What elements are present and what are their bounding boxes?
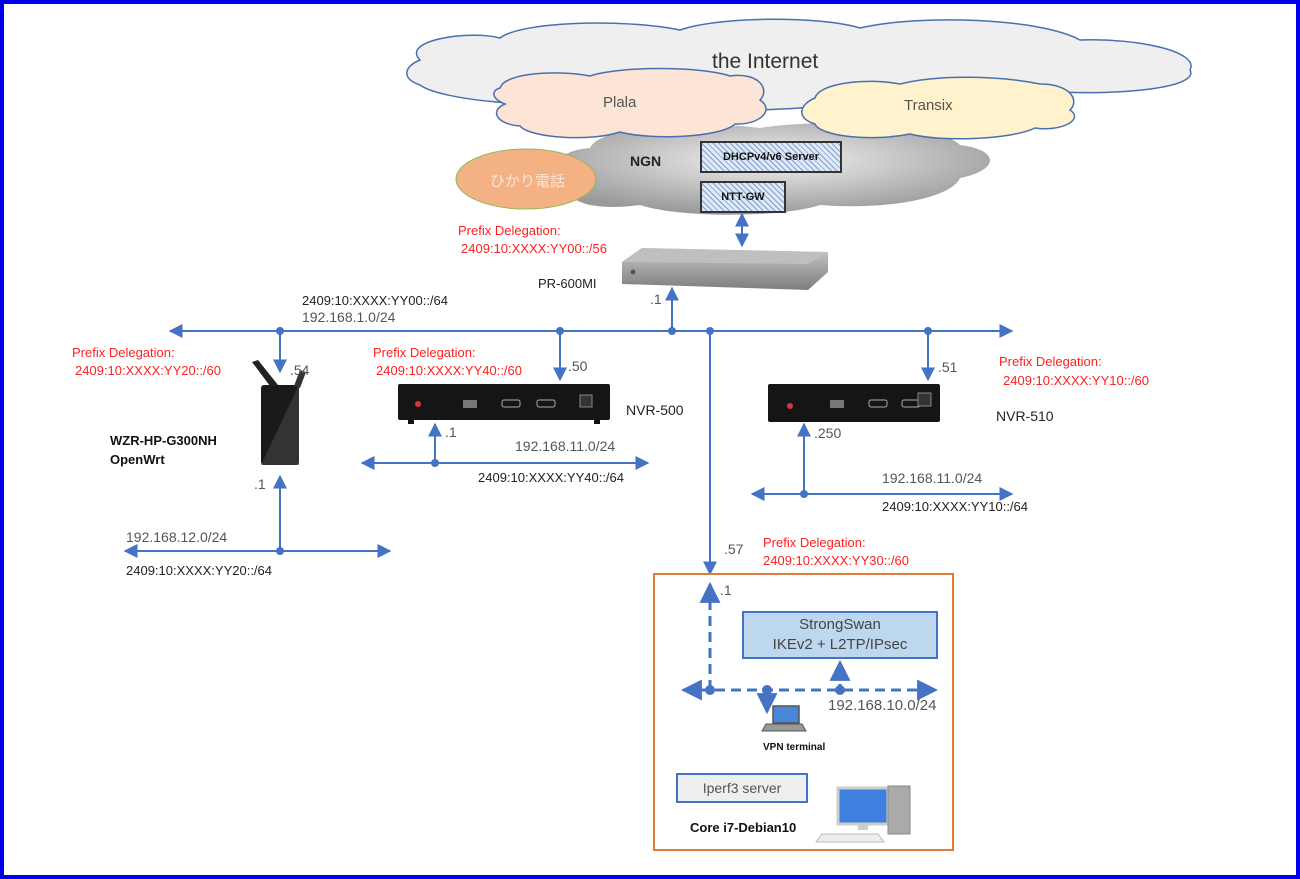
lan-main-ipv4: 192.168.1.0/24	[302, 309, 396, 325]
transix-cloud	[801, 76, 1076, 140]
nvr500-lan-ipv6: 2409:10:XXXX:YY40::/64	[478, 470, 624, 485]
vpn-terminal-label: VPN terminal	[763, 742, 826, 753]
debian-wan-addr: .57	[724, 541, 744, 557]
nvr500-lan-ipv4: 192.168.11.0/24	[515, 438, 616, 454]
plala-label: Plala	[603, 94, 637, 111]
pr600-name: PR-600MI	[538, 276, 597, 291]
internet-label: the Internet	[712, 50, 819, 73]
vpn-protocols-label: IKEv2 + L2TP/IPsec	[772, 636, 908, 653]
wzr-pd-title: Prefix Delegation:	[72, 345, 175, 360]
wzr-lan-ipv6: 2409:10:XXXX:YY20::/64	[126, 563, 272, 578]
hikari-denwa-ellipse	[455, 148, 597, 210]
wzr-router-device	[252, 360, 306, 465]
pr600-pd-prefix: 2409:10:XXXX:YY00::/56	[461, 241, 607, 256]
lan-main-ipv6: 2409:10:XXXX:YY00::/64	[302, 293, 448, 308]
wzr-pd-prefix: 2409:10:XXXX:YY20::/60	[75, 363, 221, 378]
dhcp-server-box: DHCPv4/v6 Server	[700, 141, 842, 173]
nvr510-lan-ipv4: 192.168.11.0/24	[882, 470, 983, 486]
nvr510-name: NVR-510	[996, 408, 1054, 424]
debian-lan-addr: .1	[720, 582, 732, 598]
strongswan-label: StrongSwan	[799, 616, 881, 633]
nvr510-pd-prefix: 2409:10:XXXX:YY10::/60	[1003, 373, 1149, 388]
nvr510-device	[768, 384, 940, 422]
debian-host-name: Core i7-Debian10	[690, 820, 797, 835]
hikari-denwa-label: ひかり電話	[490, 173, 566, 190]
nvr510-pd-title: Prefix Delegation:	[999, 354, 1102, 369]
pr600-pd-title: Prefix Delegation:	[458, 223, 561, 238]
pr600-lan-addr: .1	[650, 291, 662, 307]
nvr510-lan-addr: .250	[814, 425, 842, 441]
strongswan-box: StrongSwan IKEv2 + L2TP/IPsec	[742, 611, 938, 659]
transix-label: Transix	[904, 97, 953, 114]
laptop-icon	[761, 705, 807, 732]
ntt-gw-box: NTT-GW	[700, 181, 786, 213]
nvr500-pd-prefix: 2409:10:XXXX:YY40::/60	[376, 363, 522, 378]
iperf-server-box: Iperf3 server	[676, 773, 808, 803]
wzr-os: OpenWrt	[110, 452, 165, 467]
nvr500-lan-addr: .1	[445, 424, 457, 440]
nvr500-name: NVR-500	[626, 402, 684, 418]
debian-lan-ipv4: 192.168.10.0/24	[828, 697, 937, 714]
wzr-lan-ipv4: 192.168.12.0/24	[126, 529, 228, 545]
nvr500-device	[398, 384, 610, 424]
nvr500-wan-addr: .50	[568, 358, 588, 374]
ngn-label: NGN	[630, 153, 662, 169]
debian-pd-title: Prefix Delegation:	[763, 535, 866, 550]
debian-host-box	[653, 573, 954, 851]
nvr510-lan-ipv6: 2409:10:XXXX:YY10::/64	[882, 499, 1028, 514]
debian-pd-prefix: 2409:10:XXXX:YY30::/60	[763, 553, 909, 568]
desktop-pc-icon	[815, 785, 911, 843]
plala-cloud	[493, 67, 767, 139]
pr600-device	[622, 248, 828, 290]
nvr500-pd-title: Prefix Delegation:	[373, 345, 476, 360]
wzr-lan-addr: .1	[254, 476, 266, 492]
wzr-name: WZR-HP-G300NH	[110, 433, 217, 448]
nvr510-wan-addr: .51	[938, 359, 958, 375]
wzr-wan-addr: .54	[290, 362, 310, 378]
